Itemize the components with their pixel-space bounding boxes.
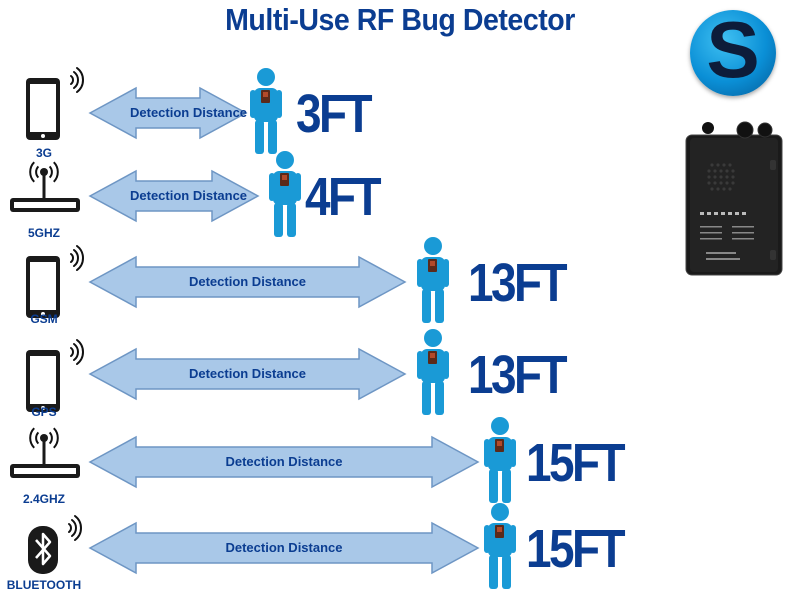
rf-detector-device: [685, 121, 783, 276]
logo-letter: S: [706, 5, 760, 94]
tablet-signal-icon: [26, 245, 84, 318]
category-label: 3G: [35, 146, 52, 160]
detection-distance-label: Detection Distance: [130, 105, 248, 120]
page-title: Multi-Use RF Bug Detector: [225, 2, 575, 37]
bluetooth-signal-icon: [28, 515, 82, 574]
detection-arrow: [88, 435, 480, 489]
detection-arrow: [88, 86, 248, 140]
distance-value: 4FT: [305, 167, 382, 227]
detection-distance-label: Detection Distance: [188, 366, 307, 381]
person-icon: [484, 503, 516, 589]
detection-arrow: [88, 347, 407, 401]
person-icon: [250, 68, 282, 154]
router-signal-icon: [10, 161, 80, 212]
detection-distance-label: Detection Distance: [225, 540, 343, 555]
detection-arrow: [88, 521, 480, 575]
tablet-signal-icon: [26, 67, 84, 140]
person-icon: [269, 151, 301, 237]
distance-value: 15FT: [526, 519, 625, 579]
detection-arrow: [88, 169, 260, 223]
distance-value: 13FT: [468, 253, 567, 313]
detection-distance-label: Detection Distance: [188, 274, 307, 289]
detection-distance-label: Detection Distance: [130, 188, 248, 203]
person-icon: [484, 417, 516, 503]
category-label: GPS: [31, 405, 57, 419]
distance-value: 3FT: [296, 84, 373, 144]
category-label: GSM: [30, 312, 58, 326]
detection-arrow: [88, 255, 407, 309]
distance-value: 13FT: [468, 345, 567, 405]
category-label: 2.4GHZ: [22, 492, 65, 506]
detection-distance-label: Detection Distance: [225, 454, 343, 469]
category-label: BLUETOOTH: [6, 578, 82, 592]
category-label: 5GHZ: [27, 226, 60, 240]
router-signal-icon: [10, 427, 80, 478]
person-icon: [417, 237, 449, 323]
brand-logo: S: [690, 5, 776, 96]
distance-value: 15FT: [526, 433, 625, 493]
person-icon: [417, 329, 449, 415]
tablet-signal-icon: [26, 339, 84, 412]
